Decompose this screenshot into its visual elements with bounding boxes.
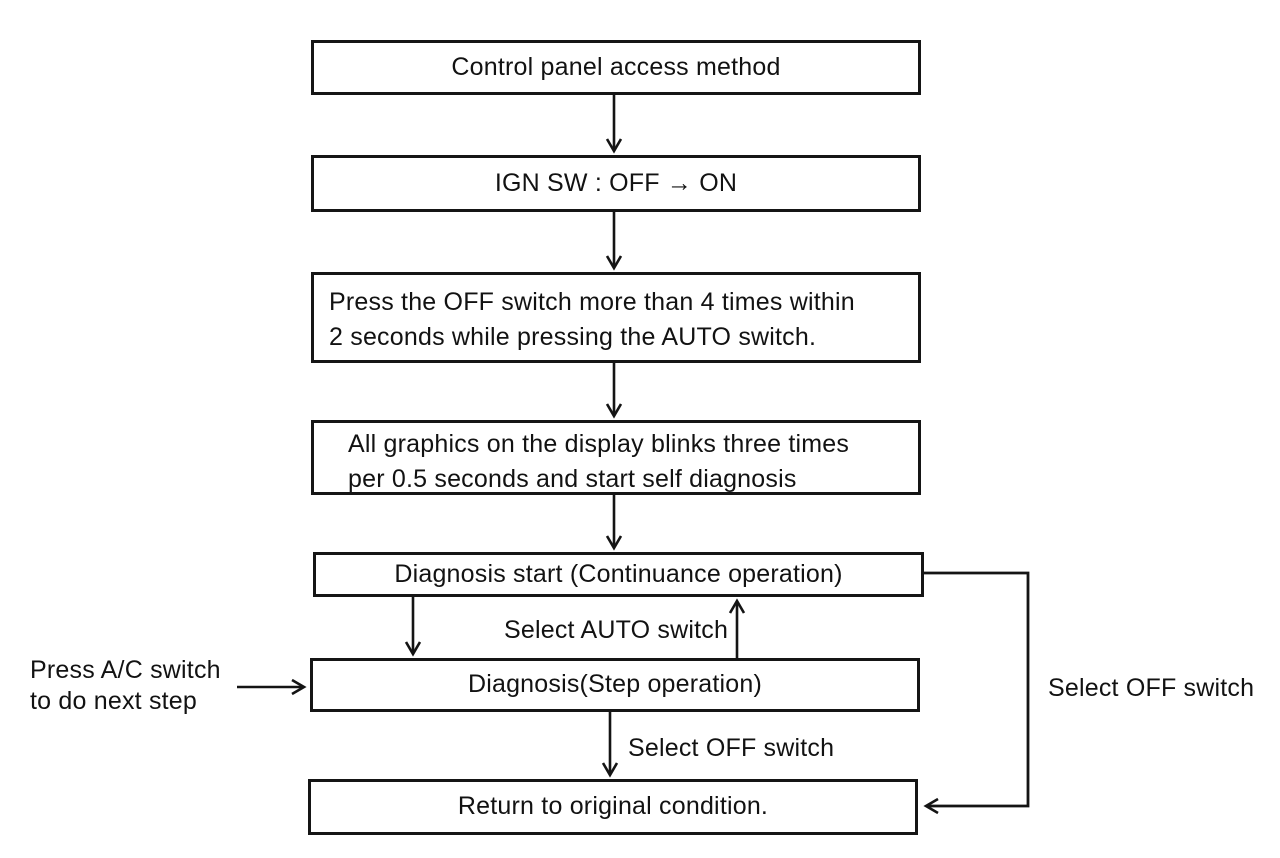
flow-box-ign-sw-off-on: IGN SW : OFF → ON — [311, 155, 921, 212]
arrow-diagstart-to-return-loop — [923, 571, 1030, 815]
flow-box-label: Diagnosis(Step operation) — [467, 670, 763, 699]
edge-label-select-off-switch-right: Select OFF switch — [1048, 674, 1255, 702]
flow-box-label: Diagnosis start (Continuance operation) — [394, 559, 843, 588]
flow-box-label: Control panel access method — [451, 52, 781, 81]
edge-label-select-off-switch-center: Select OFF switch — [628, 734, 835, 762]
flow-box-label-line1: All graphics on the display blinks three… — [348, 430, 850, 458]
flow-box-label-line1: Press the OFF switch more than 4 times w… — [329, 288, 855, 316]
side-note-line1: Press A/C switch — [30, 656, 221, 684]
side-note-line2: to do next step — [30, 687, 198, 715]
flow-box-label: IGN SW : OFF → ON — [494, 168, 738, 197]
side-note-press-ac-switch: Press A/C switch to do next step — [30, 655, 221, 717]
flow-box-control-panel-access-method: Control panel access method — [311, 40, 921, 95]
flow-box-diagnosis-start: Diagnosis start (Continuance operation) — [313, 552, 924, 597]
flow-box-label-line2: 2 seconds while pressing the AUTO switch… — [329, 323, 817, 351]
flow-box-return-original: Return to original condition. — [308, 779, 918, 835]
flow-box-label: Return to original condition. — [457, 792, 769, 821]
edge-label-select-auto-switch: Select AUTO switch — [504, 616, 729, 644]
flow-box-graphics-blink: All graphics on the display blinks three… — [311, 420, 921, 495]
flow-box-diagnosis-step: Diagnosis(Step operation) — [310, 658, 920, 712]
flow-box-label-line2: per 0.5 seconds and start self diagnosis — [348, 465, 797, 493]
flow-box-press-off-switch: Press the OFF switch more than 4 times w… — [311, 272, 921, 363]
